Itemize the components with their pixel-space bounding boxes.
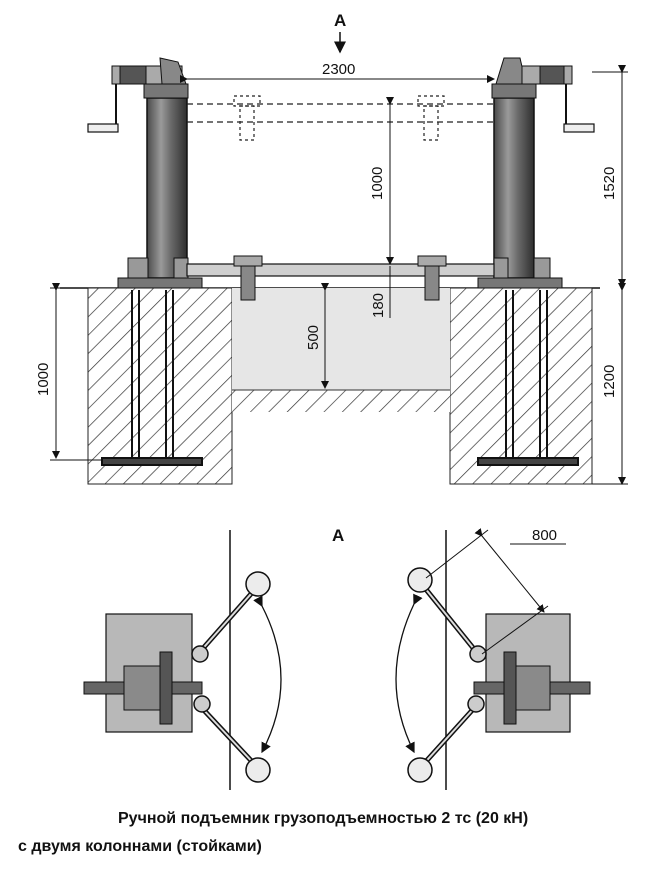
caption-line-2: с двумя колоннами (стойками) bbox=[18, 838, 262, 855]
right-column bbox=[493, 97, 535, 279]
dim-right-foundation-label: 1200 bbox=[601, 365, 618, 398]
view-label-bottom: A bbox=[332, 526, 344, 545]
dim-lift-height-label: 1000 bbox=[369, 167, 386, 200]
right-foundation bbox=[449, 287, 593, 485]
dim-pickup-height-label: 180 bbox=[370, 293, 387, 318]
plan-view-a: A bbox=[83, 526, 591, 790]
left-column bbox=[146, 97, 188, 279]
caption-line-1: Ручной подъемник грузоподъемностью 2 тс … bbox=[118, 810, 529, 827]
left-lift-arms bbox=[191, 571, 282, 783]
dim-column-height-label: 1520 bbox=[601, 167, 618, 200]
pit-bottom-hatch bbox=[232, 390, 450, 412]
left-gear-head bbox=[111, 57, 189, 99]
front-elevation: A 2300 1000 180 500 1520 1200 1000 bbox=[35, 11, 628, 485]
dim-pit-depth-label: 500 bbox=[305, 325, 322, 350]
left-pad-lower-icon bbox=[245, 757, 271, 783]
left-column-base bbox=[117, 277, 203, 289]
right-pad-upper-icon bbox=[407, 567, 433, 593]
right-pad-lower-icon bbox=[407, 757, 433, 783]
raised-carriage-ghost bbox=[187, 95, 494, 141]
left-pad-upper-icon bbox=[245, 571, 271, 597]
right-column-base bbox=[477, 277, 563, 289]
right-gear-head bbox=[491, 57, 573, 99]
dim-left-foundation-label: 1000 bbox=[35, 363, 52, 396]
lower-carriage bbox=[186, 255, 495, 301]
left-anchor-bolts bbox=[101, 290, 203, 466]
view-label-top: A bbox=[334, 11, 346, 30]
dim-arm-length-label: 800 bbox=[532, 527, 557, 544]
right-anchor-bolts bbox=[477, 290, 579, 466]
right-lift-arms bbox=[395, 567, 487, 783]
dim-span-label: 2300 bbox=[322, 61, 355, 78]
left-foundation bbox=[87, 287, 233, 485]
left-crank-handle-icon bbox=[87, 84, 119, 133]
lift-diagram: A 2300 1000 180 500 1520 1200 1000 A bbox=[35, 11, 628, 790]
right-crank-handle-icon bbox=[563, 84, 595, 133]
center-pit bbox=[232, 288, 450, 390]
